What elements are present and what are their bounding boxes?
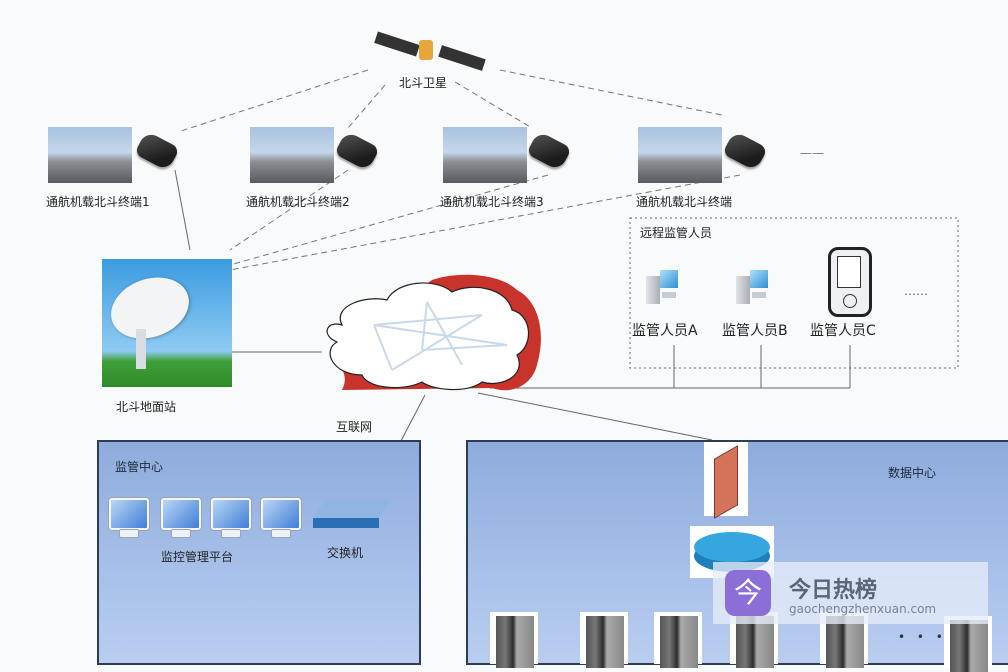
watermark: 今 今日热榜 gaochengzhenxuan.com	[713, 562, 988, 624]
gs-link-1	[174, 169, 191, 251]
watermark-logo-icon: 今	[725, 570, 771, 616]
server-icon-3	[654, 612, 702, 668]
data-center-title: 数据中心	[888, 466, 937, 480]
sat-link-4	[499, 69, 723, 116]
sat-link-1	[177, 69, 369, 133]
handheld-device-icon	[828, 247, 872, 317]
supervisor-c-label: 监管人员C	[810, 323, 876, 339]
terminals-more: ——	[800, 146, 824, 160]
aircraft-terminal-label-2: 通航机载北斗终端2	[246, 195, 350, 209]
monitor-icon-3	[211, 498, 251, 538]
ground-station-label: 北斗地面站	[116, 400, 177, 414]
aircraft-terminal-label-4: 通航机载北斗终端	[636, 195, 733, 209]
ground-station-photo	[102, 259, 232, 387]
supervision-center-title: 监管中心	[115, 460, 164, 474]
remote-supervisors-title: 远程监管人员	[640, 226, 713, 240]
watermark-url: gaochengzhenxuan.com	[789, 602, 937, 616]
server-icon-1	[490, 612, 538, 668]
satellite-node	[374, 22, 487, 74]
internet-cloud-icon	[326, 274, 541, 391]
desktop-computer-icon-a	[646, 270, 692, 310]
aircraft-photo-2	[250, 127, 334, 183]
sat-link-2	[347, 84, 386, 129]
gs-link-3	[229, 174, 549, 266]
monitoring-platform-label: 监控管理平台	[161, 550, 234, 564]
gs-link-2	[229, 169, 349, 251]
watermark-title: 今日热榜	[789, 578, 878, 603]
internet-label: 互联网	[336, 420, 373, 434]
switch-label: 交换机	[327, 546, 364, 560]
monitor-icon-2	[161, 498, 201, 538]
supervision-center-panel: 监管中心 监控管理平台 交换机	[97, 440, 421, 665]
supervisor-b-label: 监管人员B	[722, 323, 788, 339]
network-switch-icon	[312, 500, 392, 530]
satellite-dish-icon	[102, 267, 198, 349]
supervisor-a-label: 监管人员A	[632, 323, 698, 339]
satellite-label: 北斗卫星	[399, 76, 448, 90]
cloud-datacenter-link	[477, 392, 713, 441]
satellite-icon	[374, 30, 487, 71]
aircraft-photo-1	[48, 127, 132, 183]
aircraft-terminal-label-1: 通航机载北斗终端1	[46, 195, 150, 209]
aircraft-terminal-label-3: 通航机载北斗终端3	[440, 195, 544, 209]
supervisors-more: ……	[904, 284, 928, 298]
remote-supervisors-frame	[629, 217, 959, 369]
monitor-icon-1	[109, 498, 149, 538]
monitor-icon-4	[261, 498, 301, 538]
firewall-icon	[704, 442, 748, 519]
servers-more: • • •	[898, 630, 947, 644]
aircraft-photo-4	[638, 127, 722, 183]
server-icon-2	[580, 612, 628, 668]
sat-link-3	[454, 81, 533, 129]
gs-link-4	[229, 174, 741, 271]
desktop-computer-icon-b	[736, 270, 782, 310]
aircraft-photo-3	[443, 127, 527, 183]
